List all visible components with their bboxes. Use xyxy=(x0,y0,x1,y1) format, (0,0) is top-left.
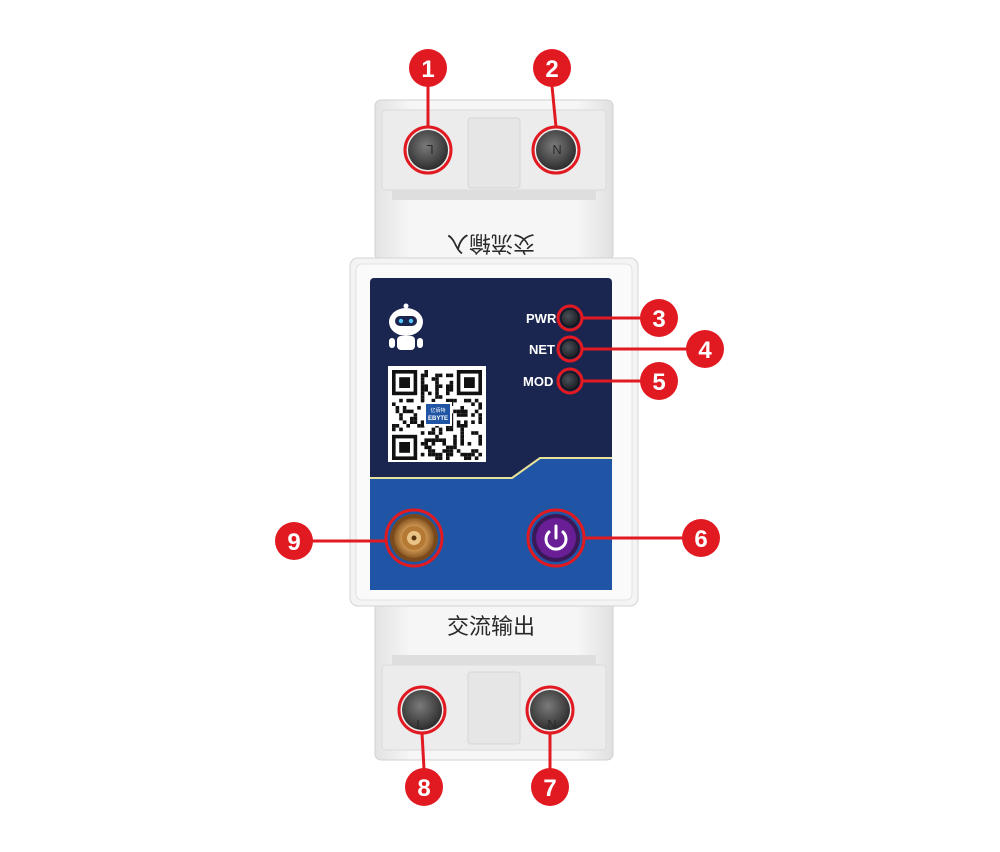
callout-number: 7 xyxy=(543,775,556,802)
callout-badge-6: 6 xyxy=(682,519,720,557)
callout-leaders xyxy=(312,85,687,770)
callout-badge-9: 9 xyxy=(275,522,313,560)
callout-number: 9 xyxy=(287,529,300,556)
led-label: NET xyxy=(529,342,555,357)
led-net: NET xyxy=(529,339,580,359)
callout-badge-2: 2 xyxy=(533,49,571,87)
terminal-top-l[interactable]: L xyxy=(408,130,448,170)
output-label: 交流输出 xyxy=(447,615,535,640)
callout-number: 1 xyxy=(421,56,434,83)
robot-logo-icon xyxy=(389,303,423,350)
terminal-label: N xyxy=(552,142,561,157)
led-mod: MOD xyxy=(523,371,580,391)
led-indicator-icon xyxy=(560,371,580,391)
callout-badge-3: 3 xyxy=(640,299,678,337)
led-label: MOD xyxy=(523,374,553,389)
qr-brand-small: 亿佰特 xyxy=(430,407,445,414)
qr-brand: EBYTE xyxy=(428,416,448,422)
callout-number: 3 xyxy=(652,306,665,333)
terminal-top-n[interactable]: N xyxy=(536,130,576,170)
led-indicator-icon xyxy=(560,339,580,359)
terminal-bottom-n[interactable]: N xyxy=(530,690,570,732)
callout-badge-7: 7 xyxy=(531,768,569,806)
callout-badge-4: 4 xyxy=(686,330,724,368)
input-label: 交流输入 xyxy=(447,230,535,255)
callout-number: 2 xyxy=(545,56,558,83)
antenna-connector[interactable] xyxy=(390,514,438,562)
terminal-label: N xyxy=(547,717,556,732)
led-pwr: PWR xyxy=(526,308,580,328)
screw-icon xyxy=(402,690,442,730)
callout-number: 5 xyxy=(652,369,665,396)
power-button[interactable] xyxy=(532,514,580,562)
screw-icon xyxy=(536,130,576,170)
callout-number: 4 xyxy=(698,337,712,364)
led-label: PWR xyxy=(526,311,557,326)
led-indicator-icon xyxy=(560,308,580,328)
callout-number: 6 xyxy=(694,526,707,553)
callout-badge-8: 8 xyxy=(405,768,443,806)
callout-badge-5: 5 xyxy=(640,362,678,400)
power-icon xyxy=(544,524,568,551)
qr-code: 亿佰特 EBYTE xyxy=(388,366,486,462)
terminal-label: L xyxy=(426,142,433,157)
callout-badge-1: 1 xyxy=(409,49,447,87)
screw-icon xyxy=(530,690,570,730)
terminal-bottom-l[interactable]: L xyxy=(402,690,442,732)
screw-icon xyxy=(408,130,448,170)
terminal-label: L xyxy=(416,717,423,732)
callout-number: 8 xyxy=(417,775,430,802)
